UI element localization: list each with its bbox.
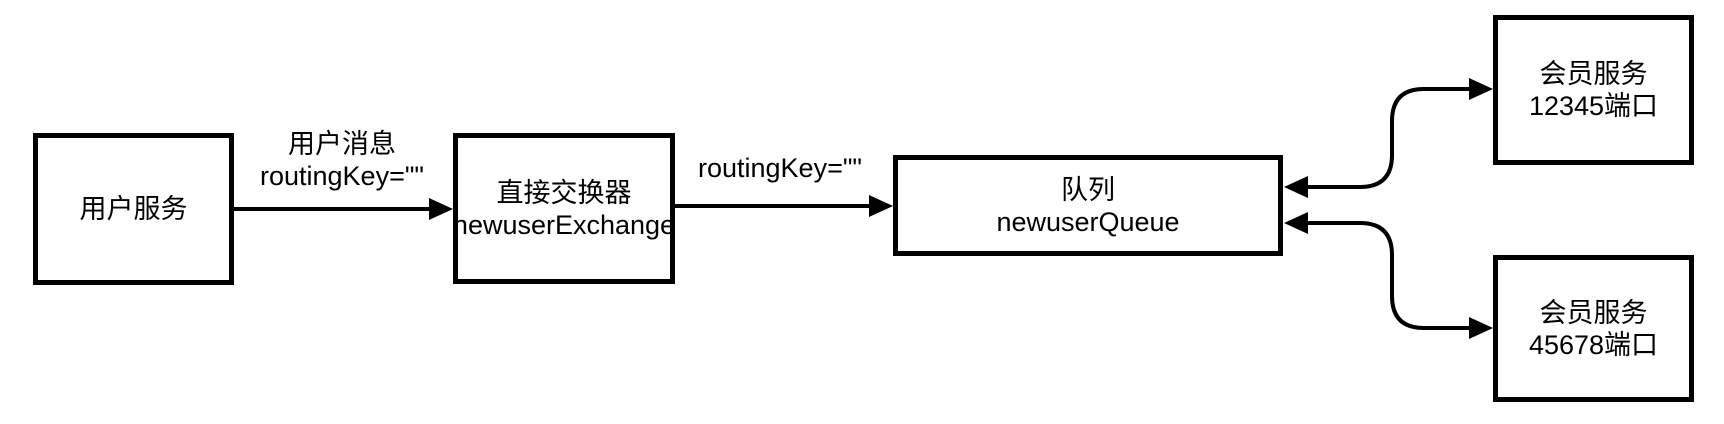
- node-queue: 队列 newuserQueue: [893, 155, 1283, 256]
- edge-label-user-message-line1: 用户消息: [288, 129, 396, 159]
- arrowhead-queue-member1-left: [1284, 176, 1308, 198]
- connector-queue-member2: [1306, 221, 1471, 330]
- node-direct-exchange-title: 直接交换器: [496, 177, 632, 208]
- arrowhead-queue-member2-left: [1284, 212, 1308, 234]
- node-direct-exchange: 直接交换器 newuserExchange: [453, 133, 675, 284]
- node-member-service-2-title: 会员服务: [1539, 297, 1648, 328]
- arrowhead-exchange-to-queue: [869, 195, 893, 217]
- node-member-service-1-subtitle: 12345端口: [1528, 91, 1659, 121]
- edge-label-exchange-to-queue: routingKey="": [660, 152, 900, 184]
- connector-queue-member1: [1306, 87, 1471, 189]
- node-queue-title: 队列: [1061, 174, 1115, 205]
- node-direct-exchange-subtitle: newuserExchange: [452, 209, 676, 240]
- node-member-service-1: 会员服务 12345端口: [1493, 15, 1694, 165]
- arrowhead-queue-member1-right: [1469, 78, 1493, 100]
- edge-label-exchange-to-queue-text: routingKey="": [697, 153, 863, 183]
- node-member-service-2: 会员服务 45678端口: [1493, 255, 1694, 402]
- node-user-service: 用户服务: [33, 133, 234, 285]
- arrowhead-user-to-exchange: [429, 198, 453, 220]
- edge-label-user-message-line2: routingKey="": [259, 161, 425, 191]
- node-queue-subtitle: newuserQueue: [996, 206, 1180, 237]
- edge-label-user-message: 用户消息 routingKey="": [222, 128, 462, 192]
- node-user-service-label: 用户服务: [79, 194, 188, 224]
- arrowhead-queue-member2-right: [1469, 317, 1493, 339]
- node-member-service-1-title: 会员服务: [1539, 59, 1648, 89]
- node-member-service-2-subtitle: 45678端口: [1528, 329, 1659, 360]
